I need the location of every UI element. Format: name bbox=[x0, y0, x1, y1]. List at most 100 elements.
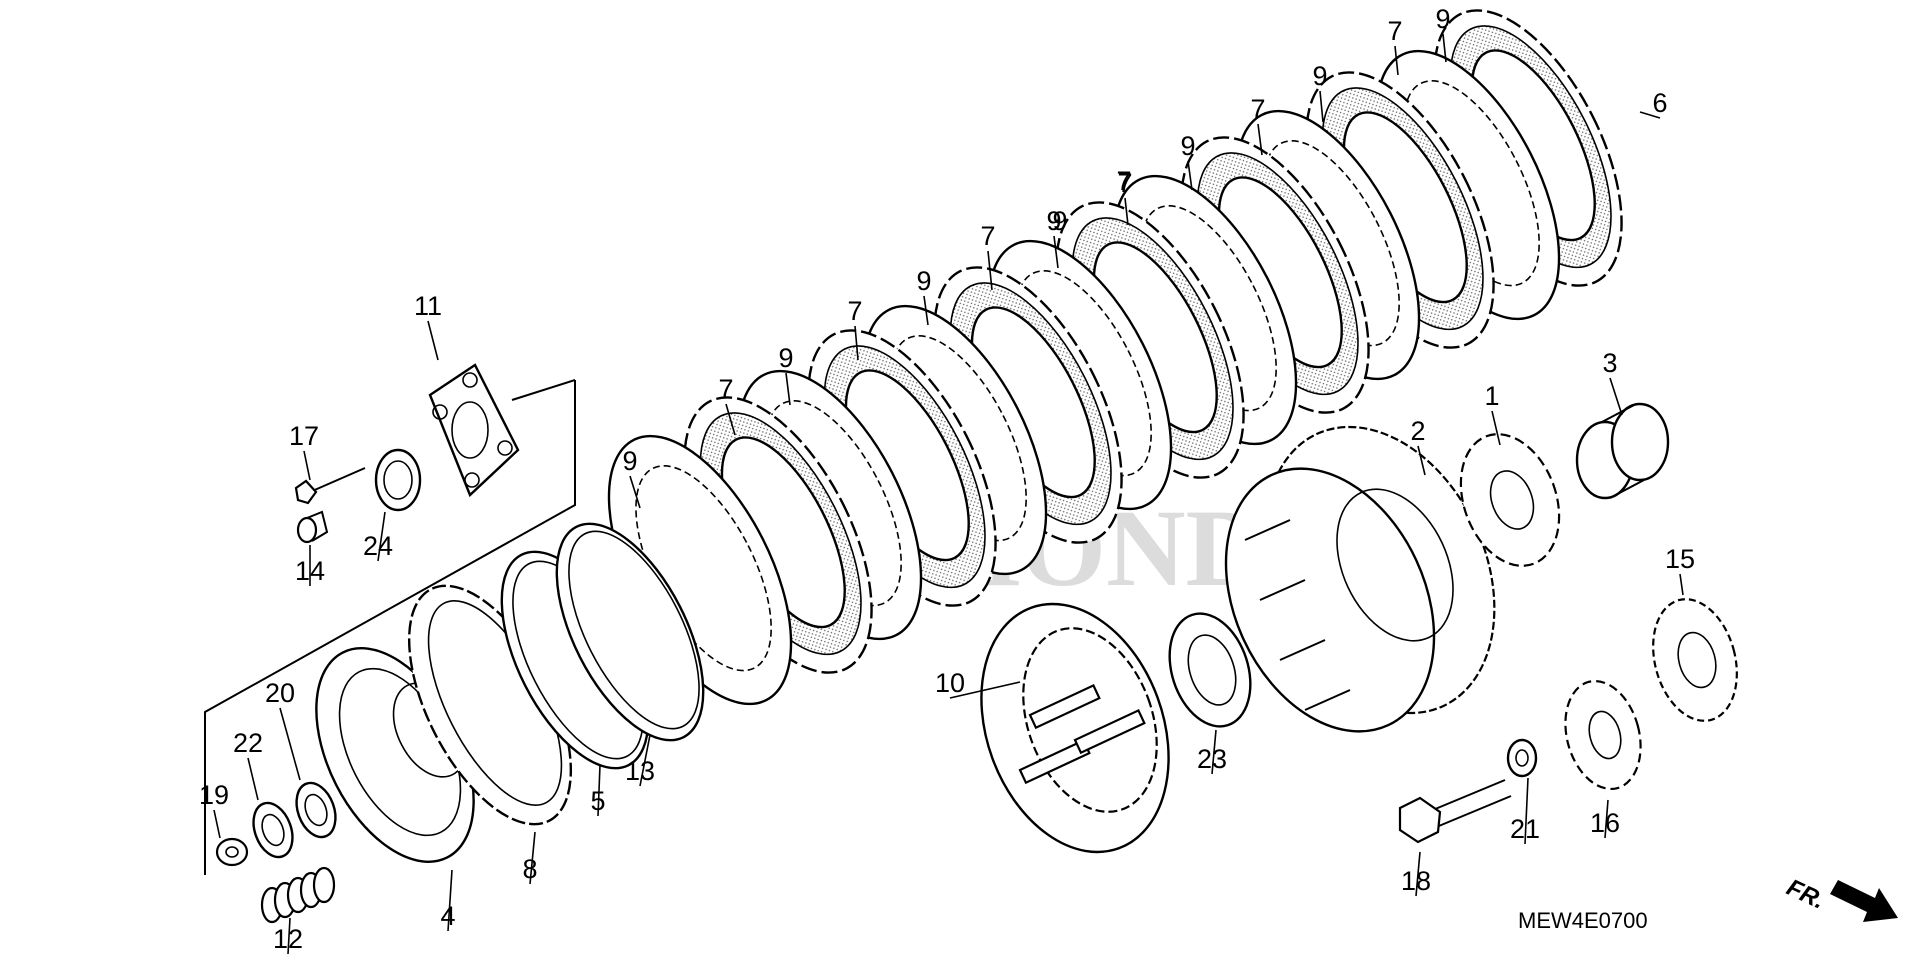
washer-part-21 bbox=[1506, 738, 1538, 778]
leader-c7b bbox=[854, 325, 859, 361]
leader-c16 bbox=[1604, 799, 1609, 839]
judder-spring-part bbox=[500, 522, 705, 770]
leader-c22 bbox=[247, 757, 259, 801]
leader-c1 bbox=[1491, 410, 1501, 446]
callout-c9a: 9 bbox=[622, 446, 637, 476]
friction-disc bbox=[807, 329, 997, 607]
leader-c9c bbox=[923, 295, 929, 326]
callout-c9g: 9 bbox=[1435, 4, 1450, 34]
friction-disc bbox=[1180, 136, 1370, 414]
bolt-part-17 bbox=[294, 467, 366, 505]
callout-c10: 10 bbox=[935, 668, 965, 698]
leader-c2 bbox=[1417, 445, 1426, 476]
callout-c7b: 7 bbox=[847, 296, 862, 326]
front-direction-indicator: FR. bbox=[1782, 874, 1898, 922]
leader-c7a bbox=[725, 403, 736, 436]
thrust-washer-part bbox=[1168, 612, 1252, 728]
callout-c5: 5 bbox=[590, 786, 605, 816]
callout-c22: 22 bbox=[233, 728, 263, 758]
leader-c20 bbox=[279, 707, 301, 781]
pressure-plate-part bbox=[980, 602, 1170, 854]
friction-disc bbox=[933, 266, 1123, 544]
leader-c9b bbox=[785, 372, 791, 406]
leader-c21 bbox=[1524, 777, 1529, 845]
callout-c9c: 9 bbox=[916, 266, 931, 296]
callout-c7e: 7 bbox=[1250, 94, 1265, 124]
leader-c24 bbox=[377, 511, 386, 562]
friction-disc bbox=[683, 396, 873, 674]
callout-c4: 4 bbox=[440, 901, 455, 931]
assembly-bracket-tip bbox=[511, 379, 576, 401]
lifter-plate-part bbox=[428, 363, 520, 498]
leader-c18 bbox=[1415, 851, 1421, 897]
callout-c7d: 7 bbox=[1117, 168, 1132, 198]
leader-c23 bbox=[1211, 729, 1217, 775]
callout-c3: 3 bbox=[1602, 348, 1617, 378]
callout-c9d: 9 bbox=[1046, 206, 1061, 236]
callout-c1: 1 bbox=[1484, 381, 1499, 411]
leader-c7d bbox=[1124, 197, 1129, 226]
callout-c7g: 7 bbox=[1116, 166, 1131, 196]
callout-c6: 6 bbox=[1652, 88, 1667, 118]
flange-bolt-part bbox=[1398, 779, 1512, 844]
leader-c9g bbox=[1442, 33, 1447, 63]
callout-c15: 15 bbox=[1665, 544, 1695, 574]
callout-c20: 20 bbox=[265, 678, 295, 708]
callout-c9f: 9 bbox=[1312, 61, 1327, 91]
clutch-plate-stack bbox=[607, 9, 1623, 706]
callout-c23: 23 bbox=[1197, 744, 1227, 774]
leader-c6 bbox=[1639, 111, 1661, 119]
leader-c19 bbox=[213, 809, 221, 839]
pump-drive-sprocket-part bbox=[1564, 679, 1642, 791]
callout-c16: 16 bbox=[1590, 808, 1620, 838]
callout-c7f: 7 bbox=[1387, 16, 1402, 46]
callout-c8: 8 bbox=[522, 854, 537, 884]
leader-c13 bbox=[639, 734, 651, 787]
leader-lines bbox=[213, 33, 1684, 955]
leader-c5 bbox=[597, 764, 601, 817]
callout-c9e: 9 bbox=[1180, 131, 1195, 161]
callout-c11: 11 bbox=[414, 291, 442, 321]
callout-c18: 18 bbox=[1401, 866, 1431, 896]
callout-c9h: 9 bbox=[1052, 206, 1067, 236]
clutch-outer-part bbox=[1224, 425, 1496, 733]
oil-pump-sprocket-part bbox=[1459, 433, 1561, 567]
leader-c11 bbox=[427, 320, 439, 361]
washer-part-20 bbox=[295, 781, 337, 839]
bearing-part-24 bbox=[374, 448, 422, 512]
callout-c7a: 7 bbox=[718, 374, 733, 404]
leader-c7f bbox=[1394, 45, 1399, 76]
lock-nut-part bbox=[215, 837, 249, 867]
pin-part-14 bbox=[296, 510, 329, 544]
drive-gear-part bbox=[1652, 598, 1738, 722]
callout-c12: 12 bbox=[273, 924, 303, 954]
callout-c24: 24 bbox=[363, 531, 393, 561]
callout-c19: 19 bbox=[199, 780, 229, 810]
callout-c14: 14 bbox=[295, 556, 325, 586]
leader-c7e bbox=[1257, 123, 1263, 156]
leader-c7c bbox=[987, 250, 993, 291]
spring-part-12 bbox=[260, 866, 336, 924]
drawing-code: MEW4E0700 bbox=[1518, 908, 1648, 933]
leader-c4 bbox=[447, 869, 453, 932]
leader-c9f bbox=[1319, 90, 1324, 123]
front-direction-arrow-icon bbox=[1830, 880, 1898, 922]
leader-c12 bbox=[287, 917, 291, 955]
leader-c8 bbox=[529, 831, 536, 885]
front-direction-label: FR. bbox=[1782, 874, 1828, 915]
callout-c2: 2 bbox=[1410, 416, 1425, 446]
callout-c7c: 7 bbox=[980, 221, 995, 251]
assembly-bracket-line bbox=[204, 380, 576, 875]
leader-c10 bbox=[949, 681, 1021, 699]
leader-c9e bbox=[1187, 160, 1193, 191]
leader-c3 bbox=[1609, 377, 1623, 416]
callout-c13: 13 bbox=[625, 756, 655, 786]
callout-c17: 17 bbox=[289, 421, 319, 451]
leader-c9a bbox=[629, 475, 641, 509]
callout-c21: 21 bbox=[1510, 814, 1540, 844]
leader-c9d bbox=[1053, 235, 1059, 269]
washer-part-22 bbox=[252, 801, 294, 859]
